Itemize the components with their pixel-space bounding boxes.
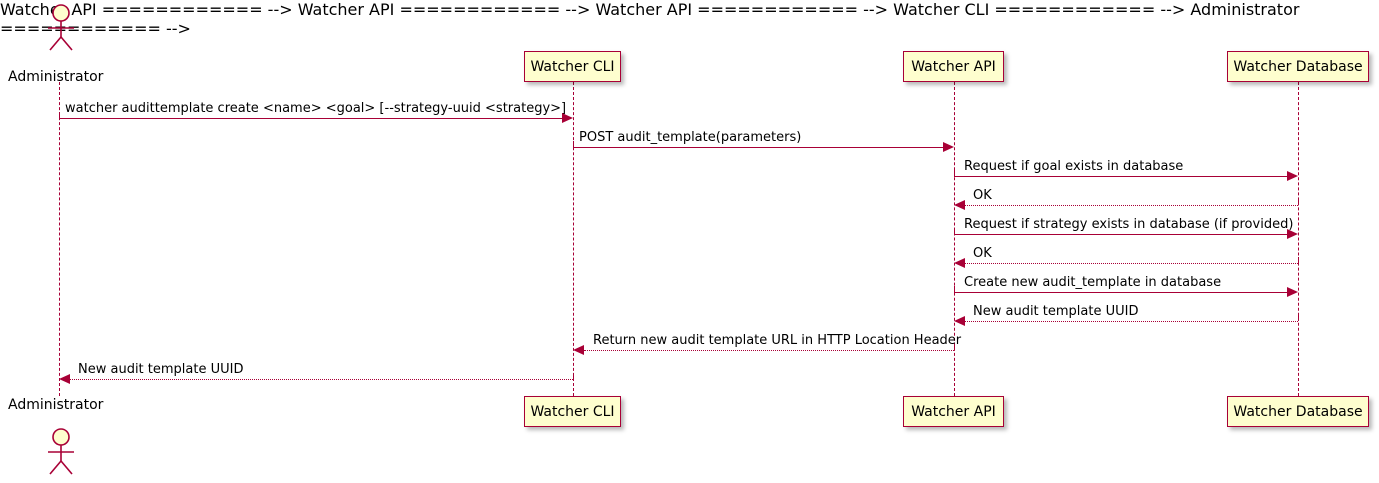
message-label-6: OK — [973, 246, 992, 261]
lifeline-watcher-database — [1298, 82, 1299, 396]
participant-watcher-database-top[interactable]: Watcher Database — [1227, 51, 1369, 82]
message-line-1 — [59, 118, 562, 119]
actor-label-administrator-top: Administrator — [8, 69, 104, 85]
message-line-4 — [965, 205, 1298, 206]
participant-label-watcher-database-top: Watcher Database — [1233, 58, 1363, 75]
message-arrowhead-9 — [573, 345, 584, 355]
actor-label-administrator-bottom: Administrator — [8, 397, 104, 413]
participant-label-watcher-api-top: Watcher API — [911, 58, 996, 75]
message-arrowhead-5 — [1287, 229, 1298, 239]
message-arrowhead-6 — [954, 258, 965, 268]
message-stub-5 — [954, 228, 955, 234]
message-line-10 — [70, 379, 573, 380]
message-arrowhead-4 — [954, 200, 965, 210]
message-arrowhead-7 — [1287, 287, 1298, 297]
message-label-3: Request if goal exists in database — [964, 159, 1184, 174]
participant-watcher-api-top[interactable]: Watcher API — [903, 51, 1004, 82]
message-label-7: Create new audit_template in database — [964, 275, 1222, 290]
message-stub-9 — [954, 344, 955, 350]
message-stub-1 — [59, 112, 60, 118]
message-line-2 — [573, 147, 943, 148]
message-arrowhead-3 — [1287, 171, 1298, 181]
message-label-5: Request if strategy exists in database (… — [964, 217, 1294, 232]
message-stub-3 — [954, 170, 955, 176]
participant-watcher-cli-top[interactable]: Watcher CLI — [524, 51, 621, 82]
message-label-1: watcher audittemplate create <name> <goa… — [65, 101, 567, 116]
actor-administrator-top — [38, 3, 80, 53]
message-stub-8 — [1298, 315, 1299, 321]
lifeline-administrator — [59, 82, 60, 396]
message-label-8: New audit template UUID — [973, 304, 1139, 319]
message-arrowhead-1 — [562, 113, 573, 123]
message-stub-4 — [1298, 199, 1299, 205]
message-label-4: OK — [973, 188, 992, 203]
message-stub-7 — [954, 286, 955, 292]
participant-label-watcher-cli-top: Watcher CLI — [530, 58, 615, 75]
message-line-5 — [954, 234, 1287, 235]
message-arrowhead-8 — [954, 316, 965, 326]
lifeline-watcher-cli — [573, 82, 574, 396]
participant-watcher-cli-bottom[interactable]: Watcher CLI — [524, 396, 621, 427]
participant-label-watcher-api-bottom: Watcher API — [911, 403, 996, 420]
actor-administrator-bottom — [38, 427, 80, 477]
lifeline-watcher-api — [954, 82, 955, 396]
message-line-3 — [954, 176, 1287, 177]
participant-label-watcher-cli-bottom: Watcher CLI — [530, 403, 615, 420]
participant-watcher-database-bottom[interactable]: Watcher Database — [1227, 396, 1369, 427]
participant-label-watcher-database-bottom: Watcher Database — [1233, 403, 1363, 420]
message-line-8 — [965, 321, 1298, 322]
message-label-9: Return new audit template URL in HTTP Lo… — [593, 333, 962, 348]
message-line-6 — [965, 263, 1298, 264]
message-arrowhead-2 — [943, 142, 954, 152]
message-label-10: New audit template UUID — [78, 362, 244, 377]
message-stub-10 — [573, 373, 574, 379]
message-label-2: POST audit_template(parameters) — [579, 130, 802, 145]
message-arrowhead-10 — [59, 374, 70, 384]
message-stub-2 — [573, 141, 574, 147]
participant-watcher-api-bottom[interactable]: Watcher API — [903, 396, 1004, 427]
message-stub-6 — [1298, 257, 1299, 263]
message-line-9 — [584, 350, 954, 351]
message-line-7 — [954, 292, 1287, 293]
